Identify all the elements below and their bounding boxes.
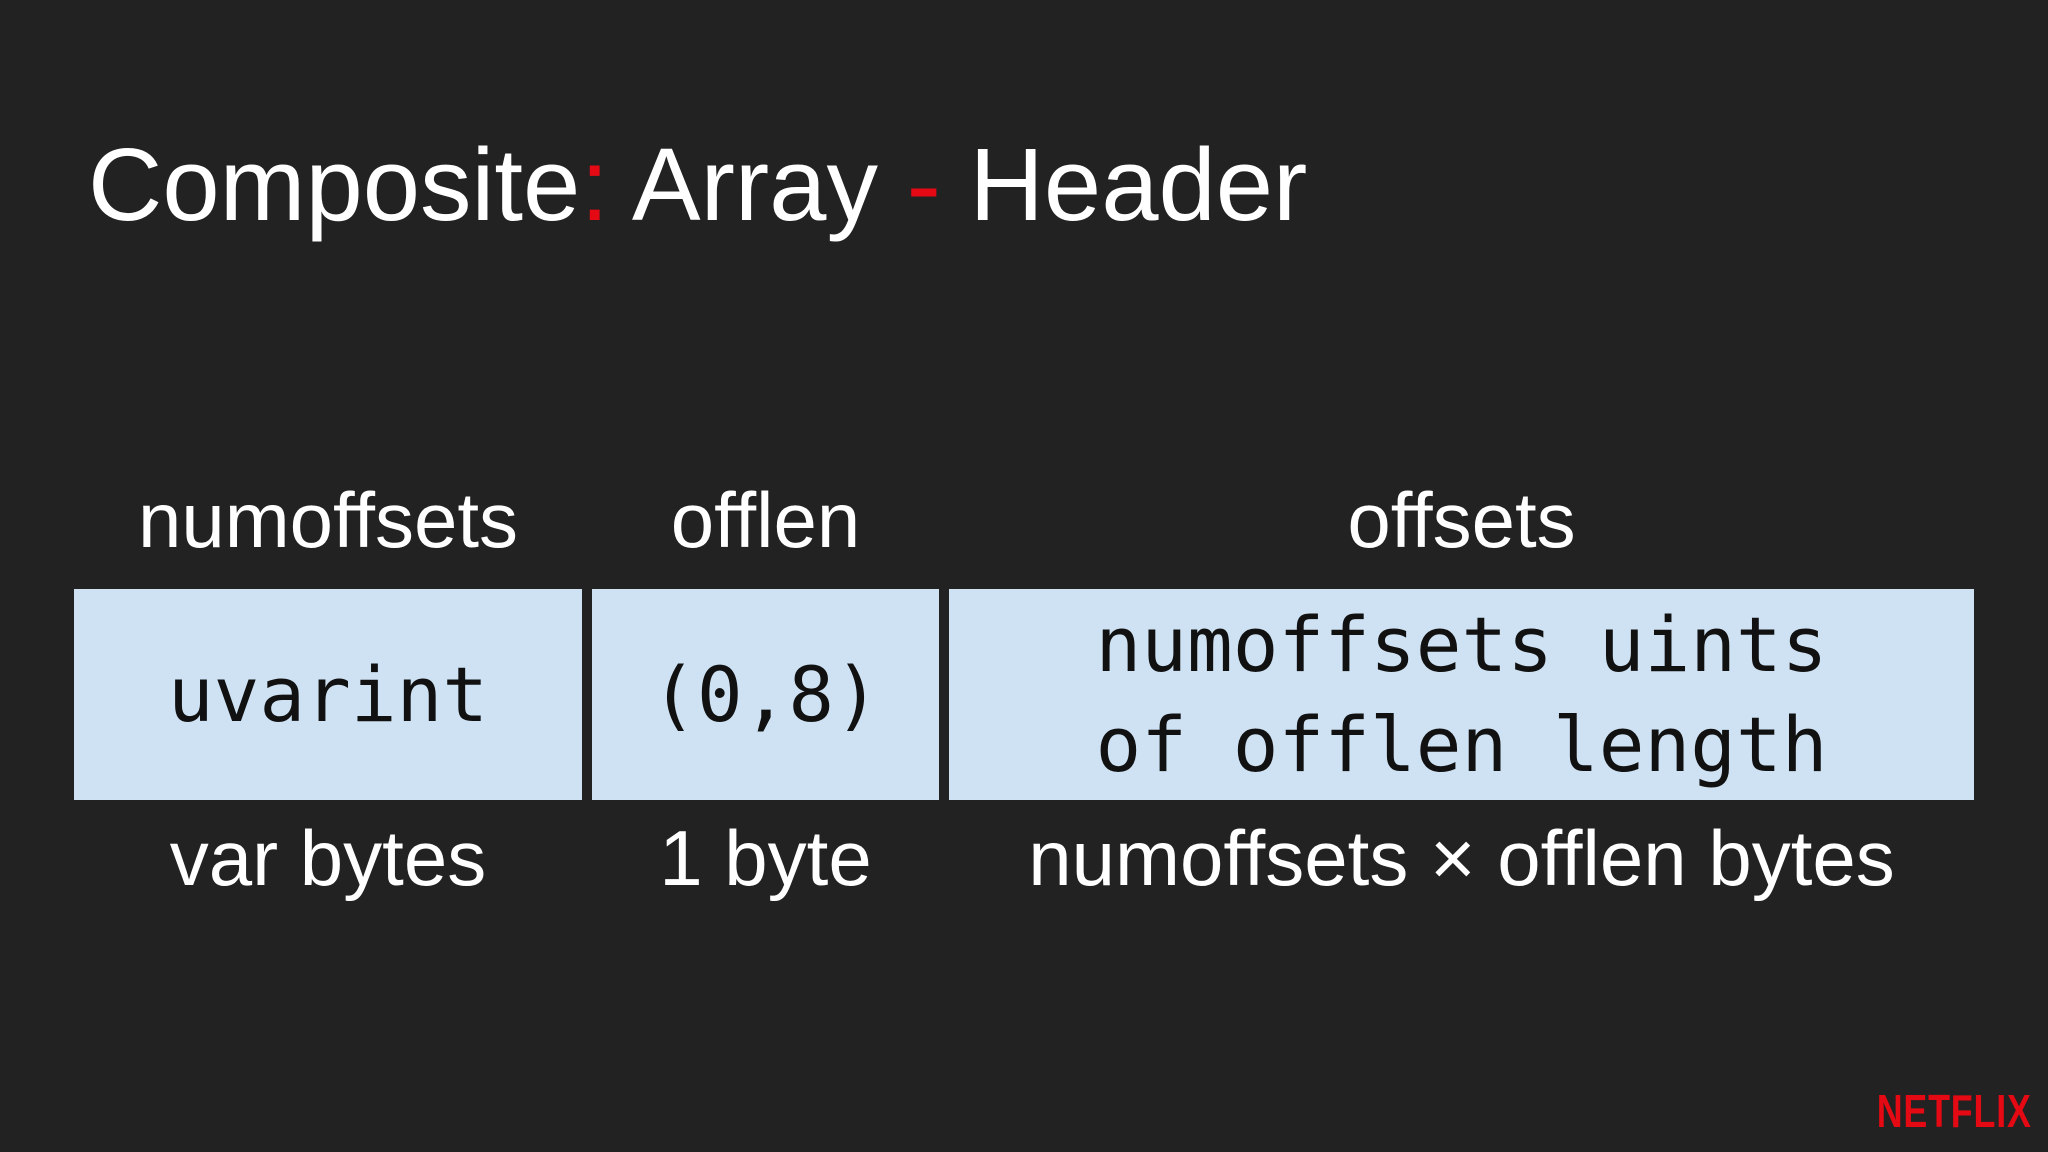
field-cell-numoffsets: uvarint [74, 589, 582, 800]
field-type-offsets-line1: numoffsets uints [1095, 599, 1828, 689]
title-separator-dash: - [906, 127, 941, 242]
slide-title: Composite: Array - Header [88, 120, 1307, 250]
netflix-logo: NETFLIX [1877, 1085, 2032, 1137]
field-name-offlen: offlen [670, 476, 861, 564]
field-type-offsets-line2: of offlen length [1095, 699, 1828, 789]
title-separator-colon: : [580, 127, 609, 242]
field-cell-offlen: (0,8) [592, 589, 939, 800]
title-part-composite: Composite [88, 127, 581, 242]
field-size-offsets: numoffsets × offlen bytes [1028, 814, 1895, 902]
field-name-numoffsets: numoffsets [137, 476, 519, 564]
field-size-offlen: 1 byte [659, 814, 872, 902]
title-part-header: Header [940, 127, 1308, 242]
field-type-numoffsets: uvarint [167, 649, 489, 739]
field-name-offsets: offsets [1347, 476, 1576, 564]
title-part-array: Array [608, 127, 907, 242]
field-cell-offsets: numoffsets uints of offlen length [949, 589, 1974, 800]
field-size-numoffsets: var bytes [169, 814, 487, 902]
field-type-offlen: (0,8) [651, 649, 880, 739]
field-type-offsets: numoffsets uints of offlen length [1095, 595, 1827, 795]
